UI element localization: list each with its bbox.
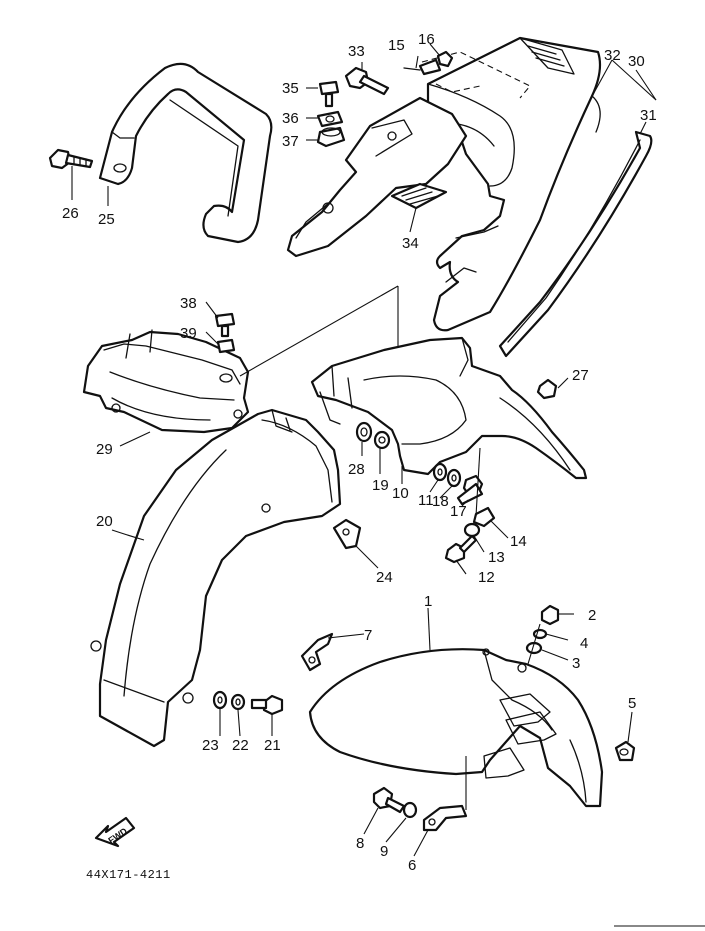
bolt-33 <box>344 66 390 96</box>
callout-16: 16 <box>418 31 435 48</box>
bolt-38 <box>214 312 236 338</box>
callout-19: 19 <box>372 477 389 494</box>
callout-28: 28 <box>348 461 365 478</box>
callout-3: 3 <box>572 655 580 672</box>
bolt-8 <box>372 786 406 814</box>
callout-9: 9 <box>380 843 388 860</box>
nut-16 <box>436 50 454 68</box>
front-fender <box>308 648 604 808</box>
callout-27: 27 <box>572 367 589 384</box>
leader-14 <box>475 447 481 517</box>
leader-stud <box>527 623 541 665</box>
rear-fender-lower <box>90 408 342 748</box>
callout-31: 31 <box>640 107 657 124</box>
washer-23 <box>212 690 228 710</box>
clip-24 <box>332 518 362 550</box>
callout-14: 14 <box>510 533 527 550</box>
callout-10: 10 <box>392 485 409 502</box>
pad-34 <box>390 182 448 210</box>
callout-22: 22 <box>232 737 249 754</box>
callout-5: 5 <box>628 695 636 712</box>
hidden-line-a <box>421 51 531 99</box>
callout-17: 17 <box>450 503 467 520</box>
callout-12: 12 <box>478 569 495 586</box>
callout-30: 30 <box>628 53 645 70</box>
bolt-12 <box>444 534 478 564</box>
side-molding <box>498 130 653 358</box>
callout-33: 33 <box>348 43 365 60</box>
bolt-35 <box>318 80 340 108</box>
callout-32: 32 <box>604 47 621 64</box>
callout-8: 8 <box>356 835 364 852</box>
hidden-line-b <box>435 83 481 93</box>
callout-26: 26 <box>62 205 79 222</box>
washer-14 <box>472 506 496 528</box>
washer-18 <box>446 468 462 488</box>
callout-35: 35 <box>282 80 299 97</box>
bolt-15 <box>403 58 442 76</box>
catalog-code: 44X171-4211 <box>86 868 171 882</box>
washer-11 <box>432 462 448 482</box>
callout-labels: 30 32 31 33 15 16 35 36 37 26 25 34 38 3… <box>62 31 657 874</box>
seat-cowl <box>426 36 602 332</box>
callout-6: 6 <box>408 857 416 874</box>
callout-1: 1 <box>424 593 432 610</box>
grommet-5 <box>614 740 636 762</box>
leader-to-bracket <box>239 285 399 377</box>
grab-bar <box>98 62 273 244</box>
bolt-17 <box>456 474 484 506</box>
callout-24: 24 <box>376 569 393 586</box>
washer-36 <box>316 110 344 128</box>
callout-36: 36 <box>282 110 299 127</box>
nut-39 <box>216 338 236 354</box>
callout-21: 21 <box>264 737 281 754</box>
grommet-37 <box>316 126 346 148</box>
washer-28 <box>355 421 373 443</box>
fender-stay-6 <box>422 804 468 832</box>
callout-39: 39 <box>180 325 197 342</box>
nut-2 <box>540 604 560 626</box>
washer-13 <box>463 522 481 538</box>
bolt-21 <box>250 694 284 716</box>
callout-11: 11 <box>418 492 434 509</box>
callout-7: 7 <box>364 627 372 644</box>
fwd-arrow-icon: FWD <box>94 816 136 848</box>
fender-stay-7 <box>300 632 334 672</box>
callout-23: 23 <box>202 737 219 754</box>
nut-27 <box>536 378 558 400</box>
taillight-bracket <box>82 329 250 434</box>
cowl-bracket <box>286 96 468 258</box>
callout-13: 13 <box>488 549 505 566</box>
callout-leaders <box>71 43 657 857</box>
washer-9 <box>402 801 418 819</box>
callout-4: 4 <box>580 635 588 652</box>
callout-15: 15 <box>388 37 405 54</box>
callout-20: 20 <box>96 513 113 530</box>
bolt-26 <box>48 148 94 170</box>
callout-29: 29 <box>96 441 113 458</box>
callout-18: 18 <box>432 493 449 510</box>
washer-19 <box>373 430 391 450</box>
callout-38: 38 <box>180 295 197 312</box>
callout-34: 34 <box>402 235 419 252</box>
rear-fender-upper <box>310 336 588 480</box>
callout-25: 25 <box>98 211 115 228</box>
callout-37: 37 <box>282 133 299 150</box>
washer-22 <box>230 693 246 711</box>
callout-2: 2 <box>588 607 596 624</box>
